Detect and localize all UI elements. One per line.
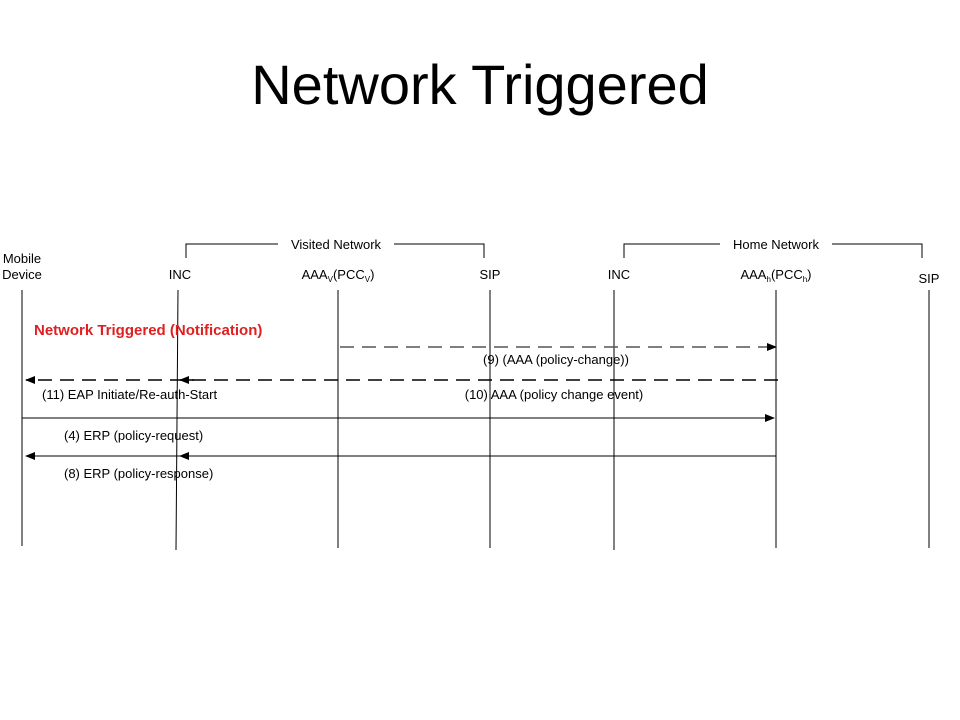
section-heading: Network Triggered (Notification) — [34, 322, 262, 339]
slide-title: Network Triggered — [251, 53, 709, 116]
entity-aaa-visited-label: AAAV(PCCV) — [302, 267, 375, 284]
entity-sip-visited-label: SIP — [480, 267, 501, 282]
entity-inc-visited-label: INC — [169, 267, 191, 282]
entity-sip-home-label: SIP — [919, 271, 940, 286]
home-network-label: Home Network — [733, 237, 819, 252]
message-10-label: (10) AAA (policy change event) — [465, 387, 644, 402]
home-network-bracket — [623, 243, 923, 258]
message-8-label: (8) ERP (policy-response) — [64, 466, 213, 481]
entity-aaa-home-label: AAAh(PCCh) — [740, 267, 811, 284]
message-11-label: (11) EAP Initiate/Re-auth-Start — [42, 387, 217, 402]
visited-network-label: Visited Network — [291, 237, 382, 252]
lifeline-inc-visited — [175, 289, 179, 551]
entity-mobile-label-1: Mobile — [3, 251, 41, 266]
visited-network-bracket — [185, 243, 485, 258]
entity-inc-home-label: INC — [608, 267, 630, 282]
message-4-label: (4) ERP (policy-request) — [64, 428, 203, 443]
entity-mobile-label-2: Device — [2, 267, 42, 282]
message-9-label: (9) (AAA (policy-change)) — [483, 352, 629, 367]
